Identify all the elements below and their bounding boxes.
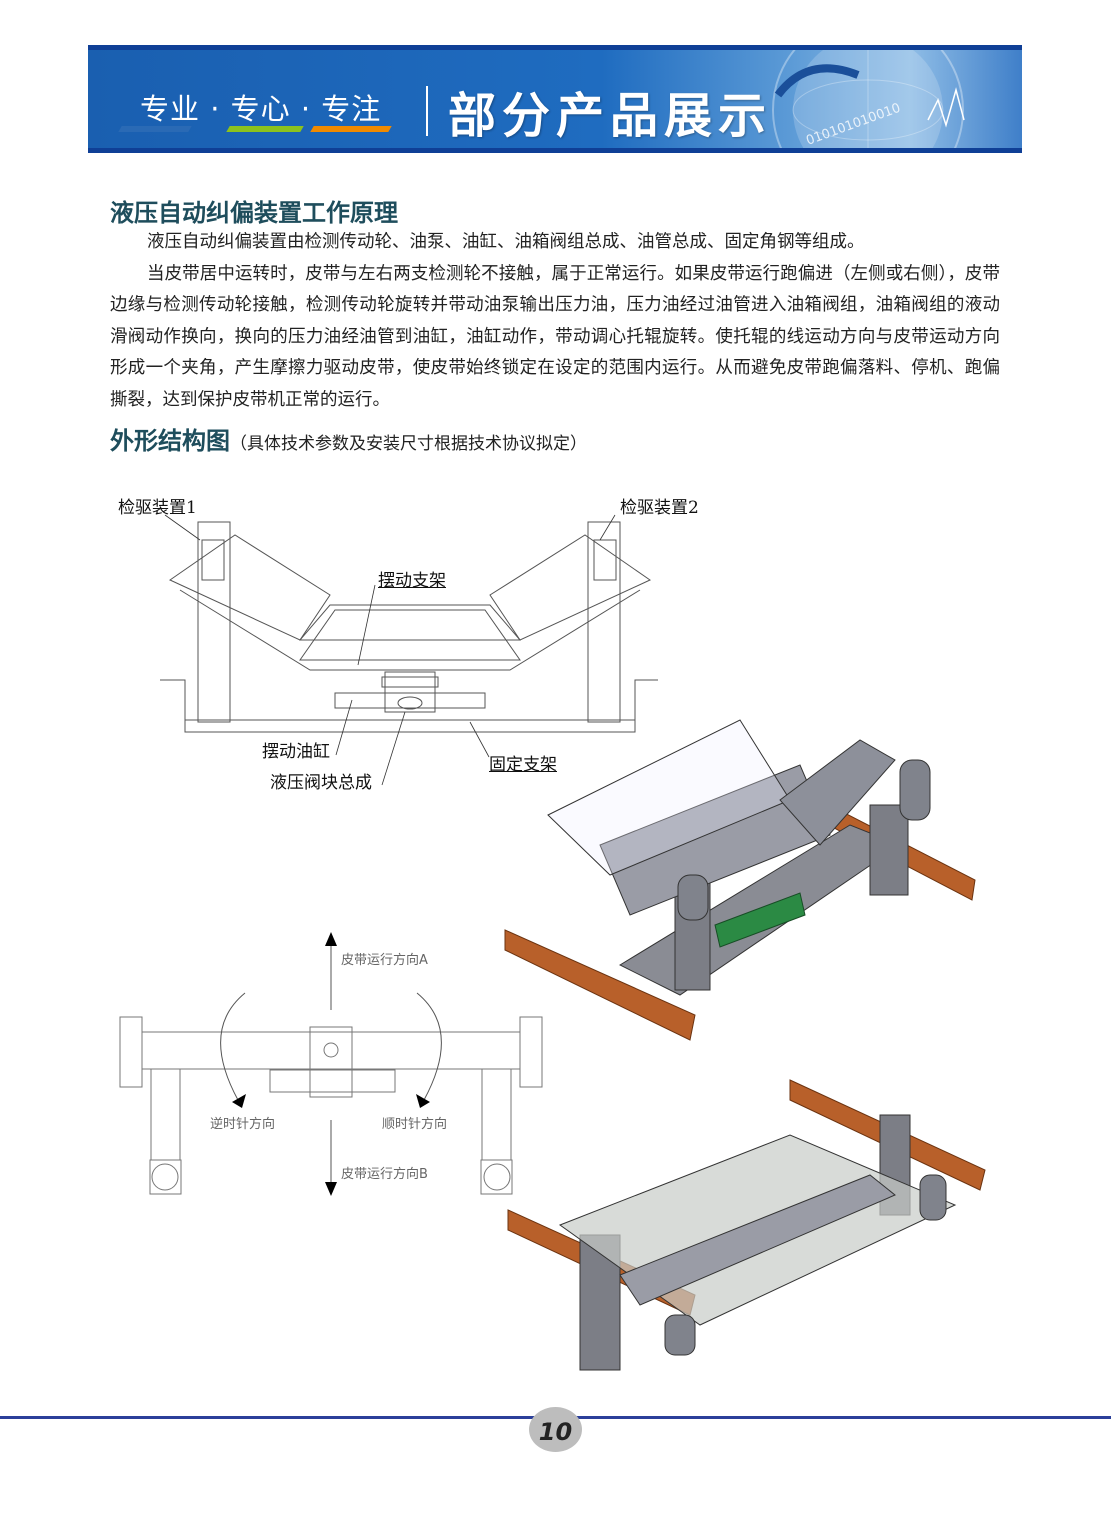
label-fixed-frame: 固定支架: [489, 755, 557, 775]
slogan-underline-orange: [310, 126, 392, 132]
section-note: （具体技术参数及安装尺寸根据技术协议拟定）: [230, 434, 587, 454]
banner-title: 部分产品展示: [448, 88, 773, 144]
banner-divider: [426, 86, 428, 136]
label-clockwise: 顺时针方向: [382, 1117, 448, 1132]
top-view-drawing: [119, 932, 543, 1196]
label-detector-1: 检驱装置1: [118, 498, 197, 518]
label-direction-b: 皮带运行方向B: [341, 1167, 428, 1182]
paragraph: 液压自动纠偏装置由检测传动轮、油泵、油缸、油箱阀组总成、油管总成、固定角钢等组成…: [147, 232, 865, 252]
render-3d-flat-idler: [507, 1079, 986, 1371]
page-number: 10: [529, 1407, 582, 1452]
label-direction-a: 皮带运行方向A: [341, 953, 428, 968]
slogan-underline-green: [226, 126, 304, 132]
header-banner: 010101010010 专业 · 专心 · 专注 部分产品展示: [88, 45, 1022, 153]
slogan-underline-blue: [118, 126, 192, 132]
globe-graphic: 010101010010: [772, 50, 965, 148]
label-swing-frame: 摆动支架: [378, 571, 446, 591]
render-3d-troughing-idler: [504, 719, 976, 1041]
front-view-drawing: [160, 521, 658, 733]
label-valve-block: 液压阀块总成: [270, 773, 372, 793]
slogan: 专业 · 专心 · 专注: [140, 92, 382, 126]
section-heading-principle: 液压自动纠偏装置工作原理: [110, 199, 398, 227]
label-detector-2: 检驱装置2: [620, 498, 699, 518]
section-heading-structure: 外形结构图: [110, 427, 230, 455]
label-counterclockwise: 逆时针方向: [210, 1117, 276, 1132]
principle-text: 液压自动纠偏装置由检测传动轮、油泵、油缸、油箱阀组总成、油管总成、固定角钢等组成…: [110, 227, 1000, 416]
label-swing-cylinder: 摆动油缸: [262, 742, 330, 762]
paragraph: 当皮带居中运转时，皮带与左右两支检测轮不接触，属于正常运行。如果皮带运行跑偏进（…: [110, 263, 1000, 410]
section-heading-structure-wrap: 外形结构图（具体技术参数及安装尺寸根据技术协议拟定）: [110, 421, 587, 456]
